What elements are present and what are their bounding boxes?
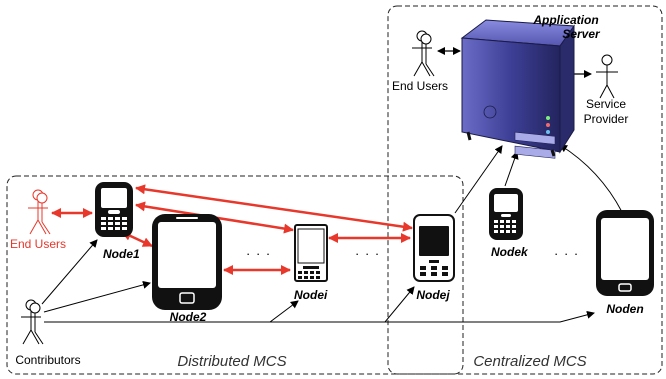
service-provider-label-line2: Provider (584, 112, 629, 126)
node2-label: Node2 (170, 310, 207, 324)
distributed-mcs-label: Distributed MCS (177, 353, 286, 370)
noden-phone-icon (596, 210, 654, 296)
end-users-left-icon (28, 189, 51, 235)
nodej-phone-icon (413, 214, 455, 282)
end-users-left-label: End Users (10, 237, 66, 251)
nodej-label: Nodej (416, 288, 450, 302)
node1-label: Node1 (103, 247, 140, 261)
contributors-label: Contributors (15, 353, 80, 367)
ellipsis-nodek-noden: · · · (554, 246, 579, 261)
contributors-icon (21, 299, 44, 345)
noden-label: Noden (606, 302, 643, 316)
ellipsis-node2-nodei: · · · (246, 246, 271, 261)
nodei-phone-icon (294, 224, 328, 282)
ellipsis-nodei-nodej: · · · (355, 246, 380, 261)
end-users-top-icon (412, 30, 435, 77)
centralized-mcs-label: Centralized MCS (473, 353, 586, 370)
nodei-label: Nodei (294, 288, 328, 302)
server-icon (460, 19, 575, 159)
link-noden-server (559, 144, 623, 213)
centralized-region (387, 5, 663, 375)
server-label-line1: Application (532, 13, 598, 27)
service-provider-label-line1: Service (586, 97, 626, 111)
end-users-top-label: End Users (392, 79, 448, 93)
distributed-region (6, 175, 464, 375)
link-nodej-server (454, 145, 503, 214)
contributor-links (41, 239, 595, 323)
nodek-label: Nodek (491, 245, 529, 259)
node1-phone-icon (95, 182, 133, 237)
service-provider-icon (596, 54, 618, 99)
node2-phone-icon (152, 214, 222, 310)
link-nodek-server (504, 151, 519, 187)
nodek-phone-icon (489, 188, 523, 240)
server-label-line2: Server (562, 27, 601, 41)
